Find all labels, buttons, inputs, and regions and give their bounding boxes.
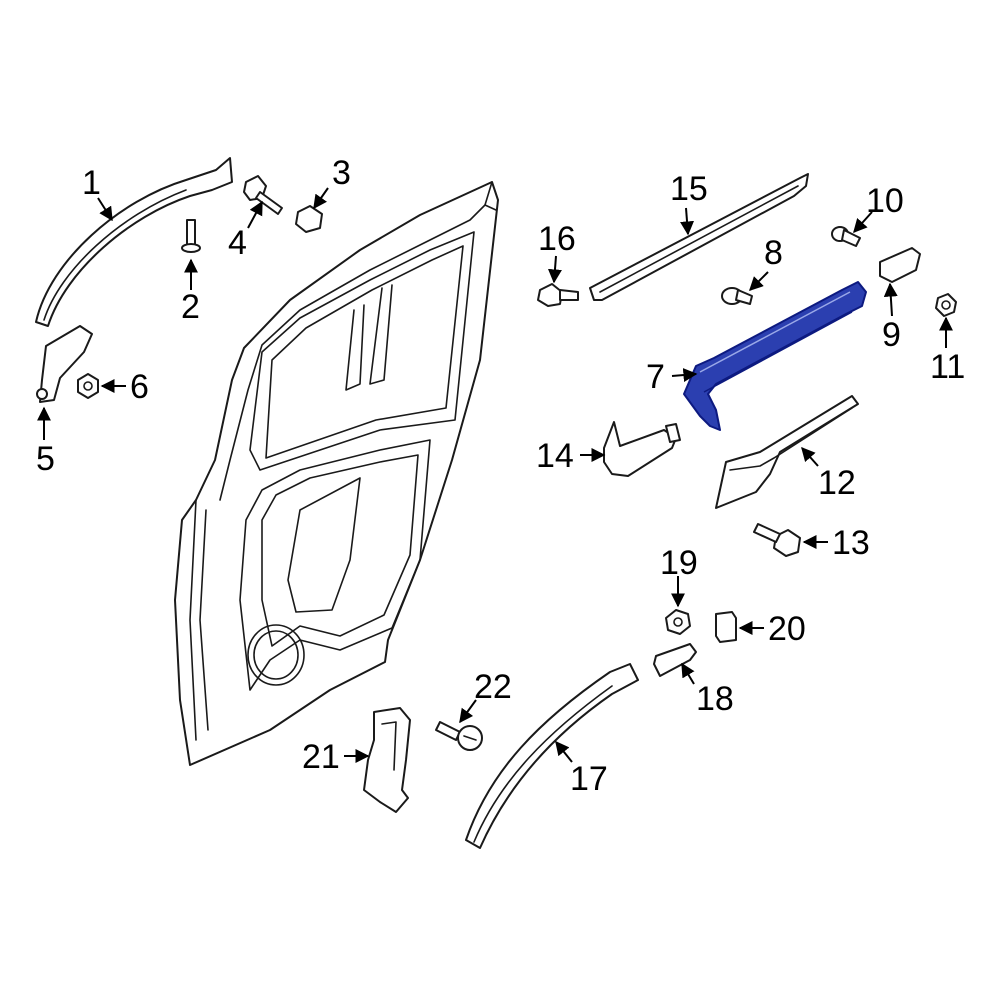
part-13-bolt bbox=[753, 523, 801, 557]
callout-12: 12 bbox=[818, 464, 856, 502]
part-15-rail bbox=[589, 173, 809, 301]
part-17-lower-arc bbox=[465, 663, 639, 849]
part-18-bracket bbox=[653, 643, 697, 677]
part-22-bolt bbox=[435, 721, 483, 751]
part-4-bolt bbox=[243, 175, 283, 215]
callout-3: 3 bbox=[332, 154, 351, 192]
part-7-track-highlighted bbox=[683, 281, 867, 431]
callout-5: 5 bbox=[36, 440, 55, 478]
door-shell bbox=[174, 181, 499, 766]
part-10-bolt bbox=[831, 226, 861, 247]
callout-9: 9 bbox=[882, 316, 901, 354]
callout-6: 6 bbox=[130, 368, 149, 406]
part-9-end-cap bbox=[879, 247, 921, 283]
part-11-clip bbox=[935, 293, 957, 317]
callout-14: 14 bbox=[536, 437, 574, 475]
part-3-clip-nut bbox=[295, 205, 323, 233]
part-19-nut bbox=[665, 609, 691, 635]
part-6-nut bbox=[77, 373, 99, 399]
callout-1: 1 bbox=[82, 164, 101, 202]
callout-13: 13 bbox=[832, 524, 870, 562]
part-5-bracket bbox=[36, 325, 93, 403]
callout-16: 16 bbox=[538, 220, 576, 258]
part-2-stud bbox=[181, 219, 201, 253]
callout-11: 11 bbox=[930, 348, 965, 386]
callout-19: 19 bbox=[660, 544, 698, 582]
part-1-molding bbox=[35, 157, 233, 327]
callout-17: 17 bbox=[570, 760, 608, 798]
callout-22: 22 bbox=[474, 668, 512, 706]
part-8-bolt bbox=[721, 287, 753, 305]
callout-15: 15 bbox=[670, 170, 708, 208]
callout-4: 4 bbox=[228, 224, 247, 262]
part-20-block bbox=[715, 611, 737, 643]
part-12-rail bbox=[715, 395, 859, 509]
part-16-bolt bbox=[537, 283, 579, 307]
callout-10: 10 bbox=[866, 182, 904, 220]
part-21-bracket bbox=[363, 707, 411, 813]
callout-2: 2 bbox=[181, 288, 200, 326]
callout-7: 7 bbox=[646, 358, 665, 396]
callout-8: 8 bbox=[764, 234, 783, 272]
callout-21: 21 bbox=[302, 738, 340, 776]
part-14-bracket bbox=[603, 421, 681, 477]
leader-lines bbox=[37, 187, 953, 763]
callout-20: 20 bbox=[768, 610, 806, 648]
callout-18: 18 bbox=[696, 680, 734, 718]
part-7-shape bbox=[683, 281, 867, 431]
callout-labels: 1 2 3 4 5 6 7 8 9 10 11 12 13 14 15 16 1… bbox=[36, 154, 965, 798]
